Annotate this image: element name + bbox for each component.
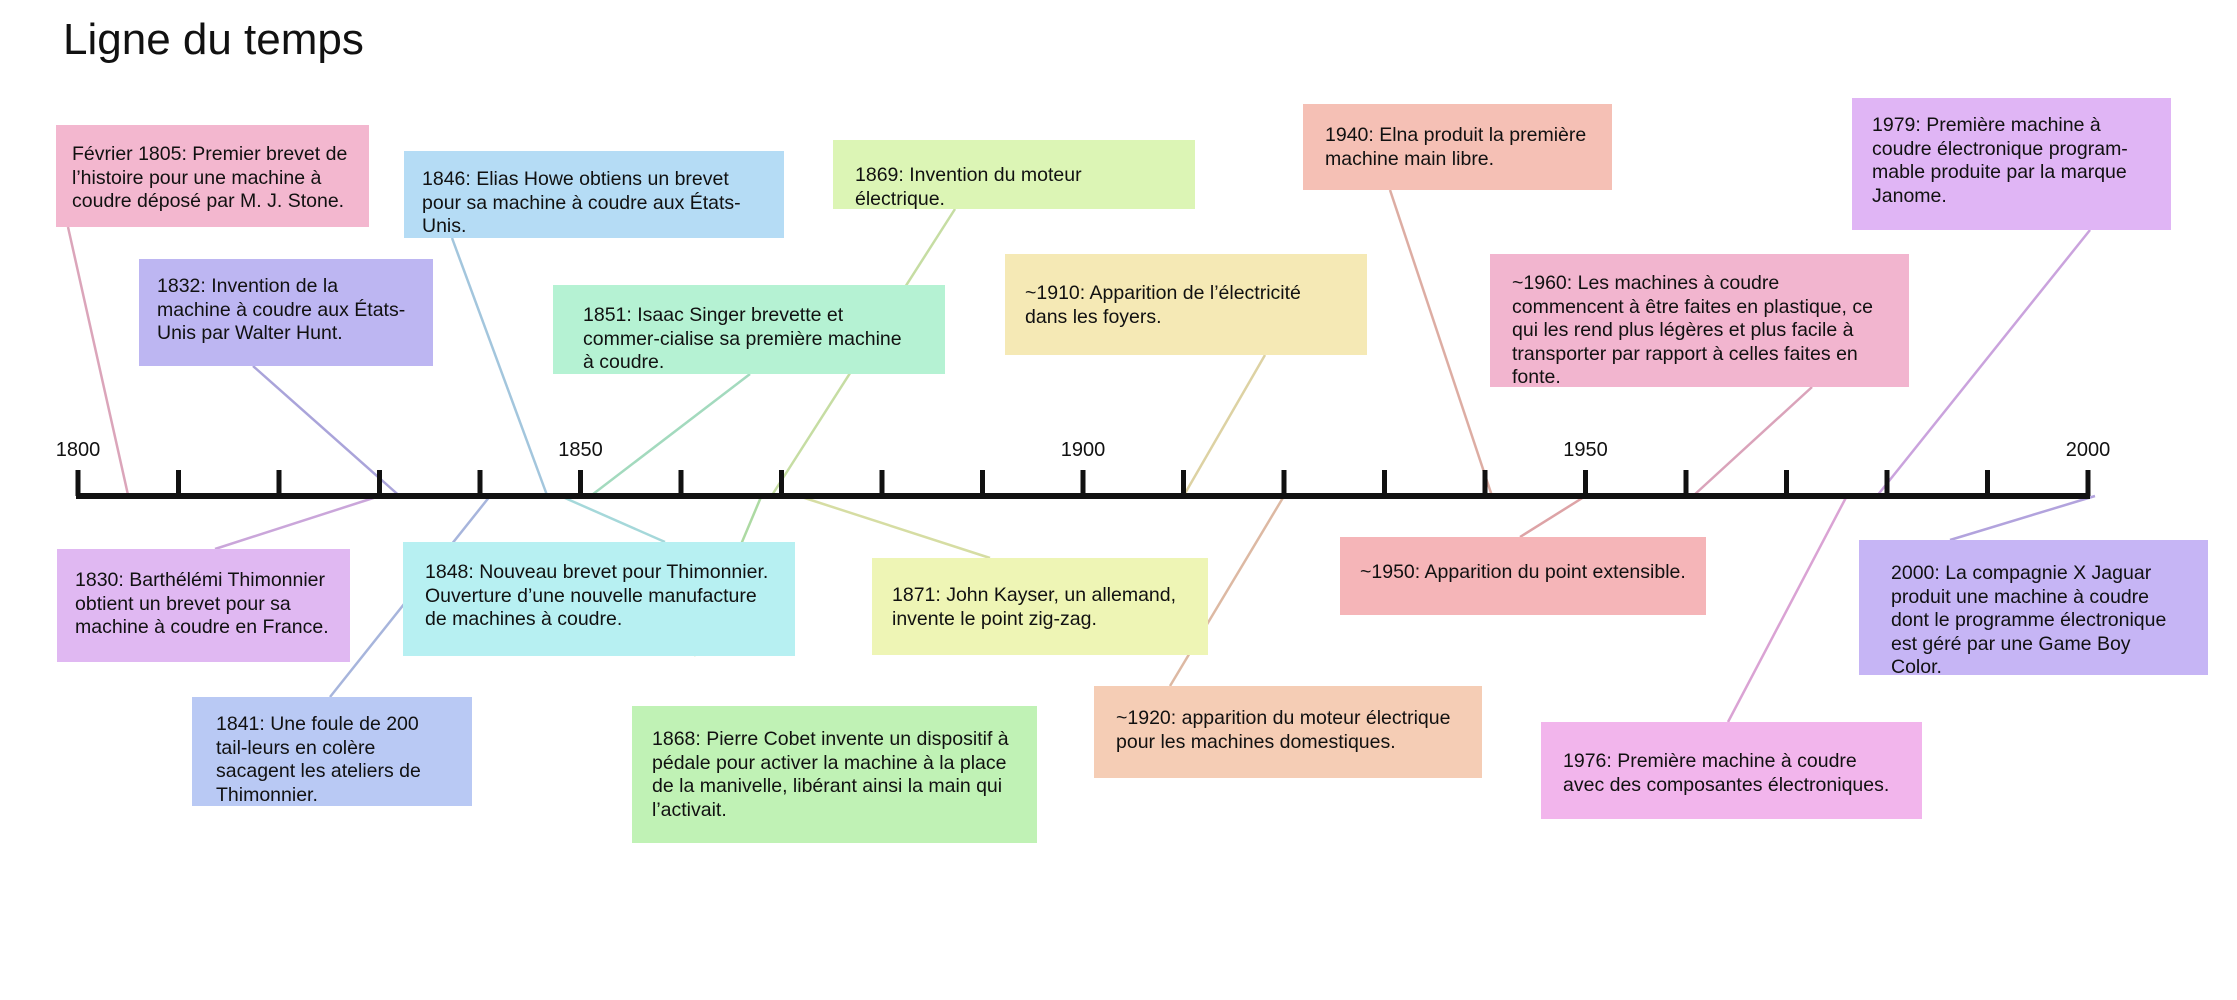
event-connector (798, 494, 991, 560)
event-box: ~1910: Apparition de l’électricité dans … (1005, 254, 1367, 355)
event-text: 1868: Pierre Cobet invente un dispositif… (652, 728, 1009, 821)
event-connector (559, 494, 666, 544)
event-connector (66, 226, 130, 497)
event-text: 1871: John Kayser, un allemand, invente … (892, 584, 1177, 630)
event-text: Février 1805: Premier brevet de l’histoi… (72, 143, 348, 212)
event-box: 1841: Une foule de 200 tail-leurs en col… (192, 697, 472, 806)
event-box: 1869: Invention du moteur électrique. (833, 140, 1195, 210)
event-box: 1976: Première machine à coudre avec des… (1541, 722, 1922, 819)
event-connector (589, 373, 751, 497)
event-connector (1182, 354, 1267, 497)
event-connector (214, 494, 380, 551)
event-box: 1871: John Kayser, un allemand, invente … (872, 558, 1208, 655)
event-connector (1519, 494, 1587, 539)
event-text: ~1950: Apparition du point extensible. (1360, 561, 1686, 583)
event-box: 1940: Elna produit la première machine m… (1303, 104, 1612, 190)
event-text: 1832: Invention de la machine à coudre a… (157, 275, 406, 344)
event-text: 2000: La compagnie X Jaguar produit une … (1891, 562, 2167, 678)
event-text: 1841: Une foule de 200 tail-leurs en col… (216, 713, 421, 806)
event-box: 1868: Pierre Cobet invente un dispositif… (632, 706, 1037, 843)
event-text: 1830: Barthélémi Thimonnier obtient un b… (75, 569, 329, 638)
timeline-year-label: 1850 (558, 439, 603, 461)
event-box: ~1950: Apparition du point extensible. (1340, 537, 1706, 615)
event-text: 1869: Invention du moteur électrique. (855, 164, 1082, 210)
event-text: 1976: Première machine à coudre avec des… (1563, 750, 1890, 796)
timeline-year-label: 1900 (1061, 439, 1106, 461)
event-text: 1979: Première machine à coudre électron… (1872, 114, 2128, 207)
event-box: 1832: Invention de la machine à coudre a… (139, 259, 433, 366)
page-title: Ligne du temps (63, 15, 364, 64)
timeline-year-label: 2000 (2066, 439, 2111, 461)
event-box: 1851: Isaac Singer brevette et commer-ci… (553, 285, 945, 374)
event-text: 1846: Elias Howe obtiens un brevet pour … (422, 168, 741, 237)
event-connector (1692, 386, 1813, 497)
event-connector (1726, 495, 1848, 723)
event-connector (252, 365, 401, 497)
event-box: Février 1805: Premier brevet de l’histoi… (56, 125, 369, 227)
event-connector (1388, 189, 1494, 497)
event-box: 1846: Elias Howe obtiens un brevet pour … (404, 151, 784, 238)
event-box: 1848: Nouveau brevet pour Thimonnier. Ou… (403, 542, 795, 656)
event-box: 2000: La compagnie X Jaguar produit une … (1859, 540, 2208, 678)
event-box: ~1920: apparition du moteur électrique p… (1094, 686, 1482, 778)
timeline-year-label: 1800 (56, 439, 101, 461)
event-text: 1940: Elna produit la première machine m… (1325, 124, 1587, 170)
event-text: 1851: Isaac Singer brevette et commer-ci… (583, 304, 902, 373)
timeline-year-label: 1950 (1563, 439, 1608, 461)
event-box: 1979: Première machine à coudre électron… (1852, 98, 2171, 230)
event-text: ~1960: Les machines à coudre commencent … (1512, 272, 1873, 388)
event-box: 1830: Barthélémi Thimonnier obtient un b… (57, 549, 350, 662)
event-text: ~1910: Apparition de l’électricité dans … (1025, 282, 1301, 328)
event-connector (450, 237, 549, 497)
event-connector (1949, 494, 2096, 542)
event-text: 1848: Nouveau brevet pour Thimonnier. Ou… (425, 561, 769, 630)
event-box: ~1960: Les machines à coudre commencent … (1490, 254, 1909, 388)
event-connector (1875, 229, 2091, 497)
event-text: ~1920: apparition du moteur électrique p… (1116, 707, 1451, 753)
